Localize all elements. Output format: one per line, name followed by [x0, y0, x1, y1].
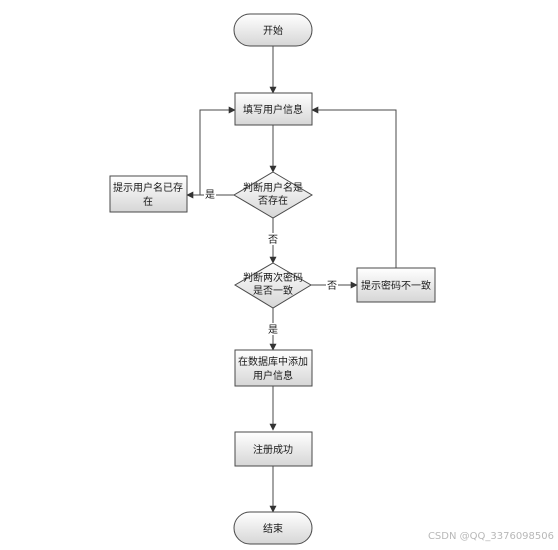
username-exists-label-line1: 提示用户名已存	[113, 181, 183, 194]
add-to-db-process	[234, 349, 313, 387]
end-label: 结束	[263, 522, 283, 535]
password-no-label: 否	[327, 280, 337, 292]
check-password-label-line2: 是否一致	[253, 284, 293, 297]
password-mismatch-label: 提示密码不一致	[361, 279, 431, 292]
edge-username-exists-loop	[199, 106, 236, 195]
password-yes-label: 是	[268, 324, 278, 336]
check-username-label-line1: 判断用户名是	[243, 181, 303, 194]
check-password-label-line1: 判断两次密码	[243, 271, 303, 284]
edge-label-bg-password-no	[326, 279, 338, 291]
edge-label-bg-username-yes	[204, 188, 216, 200]
edge-password-mismatch-loop	[311, 106, 397, 268]
username-no-label: 否	[268, 234, 278, 246]
register-success-process	[234, 431, 313, 467]
check-username-label-line2: 否存在	[258, 194, 288, 207]
add-to-db-label-line2: 用户信息	[253, 369, 293, 382]
fill-info-process	[234, 92, 313, 126]
username-exists-label-line2: 在	[143, 196, 153, 208]
csdn-watermark: CSDN @QQ_3376098506	[427, 531, 554, 542]
check-password-decision	[234, 262, 312, 309]
username-exists-process	[109, 175, 188, 213]
fill-info-label: 填写用户信息	[243, 103, 303, 116]
username-yes-label: 是	[205, 189, 215, 201]
password-mismatch-process	[356, 267, 436, 303]
edge-label-bg-password-yes	[267, 323, 279, 335]
check-username-decision	[233, 171, 313, 219]
end-terminator	[233, 511, 313, 545]
start-label: 开始	[263, 24, 283, 37]
add-to-db-label-line1: 在数据库中添加	[238, 355, 308, 368]
start-terminator	[233, 13, 313, 47]
register-success-label: 注册成功	[253, 443, 293, 456]
edge-label-bg-username-no	[267, 233, 279, 245]
